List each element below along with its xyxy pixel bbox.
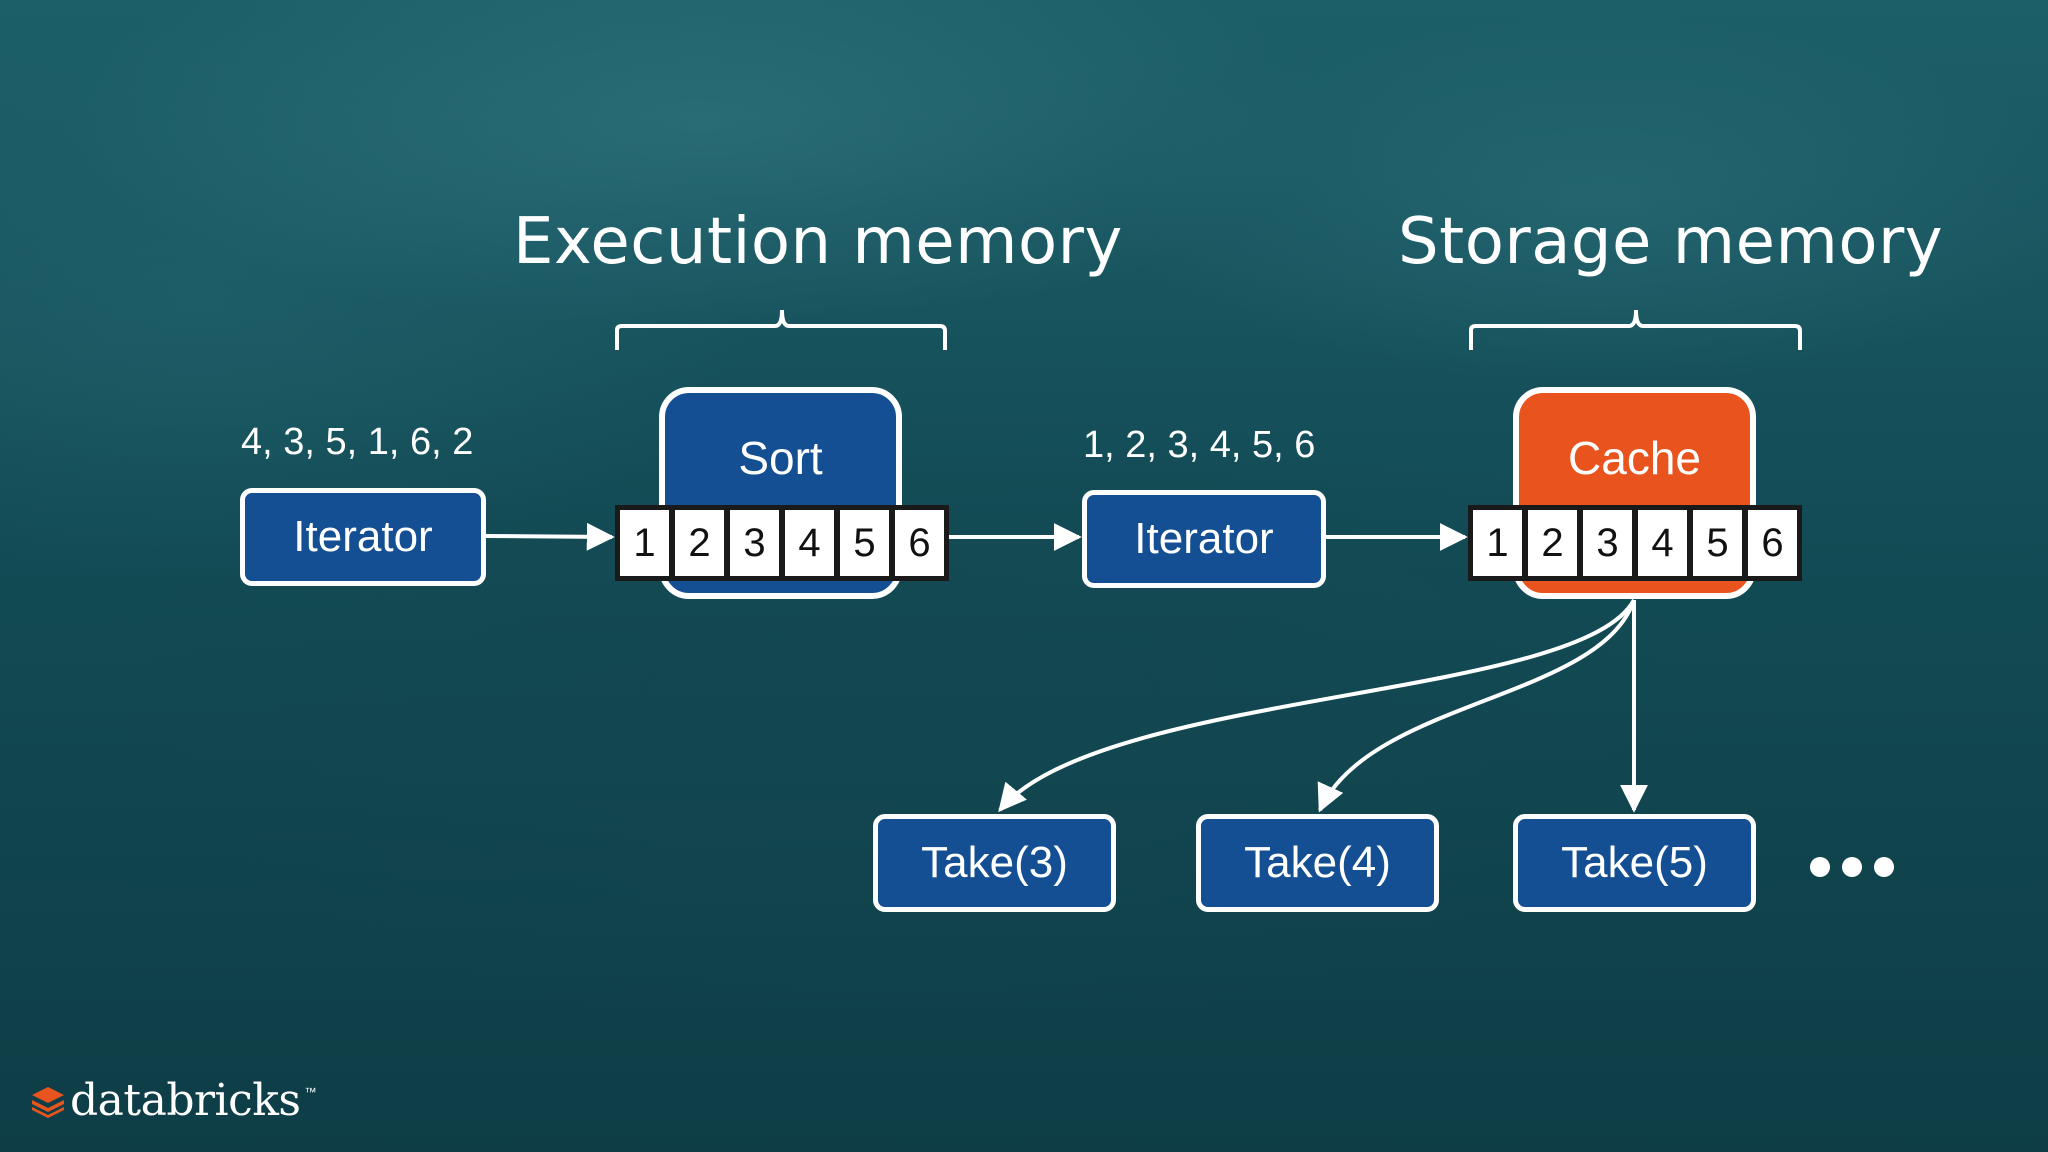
- cache-cell: 2: [1528, 510, 1577, 576]
- arrow-cache-to-take-4: [1317, 599, 1636, 813]
- iterator-node-input: Iterator: [240, 488, 486, 586]
- more-ellipsis-icon: [1810, 857, 1894, 877]
- sort-node-label: Sort: [738, 432, 823, 484]
- arrow-cache-to-take-3: [998, 599, 1636, 813]
- cache-node-label: Cache: [1568, 432, 1701, 484]
- databricks-logo: databricks ™: [30, 1075, 316, 1126]
- cache-cell: 1: [1473, 510, 1522, 576]
- cache-cell: 5: [1693, 510, 1742, 576]
- sort-cell: 4: [785, 510, 834, 576]
- take-3-node: Take(3): [873, 814, 1116, 912]
- take-4-node: Take(4): [1196, 814, 1439, 912]
- cache-cell: 3: [1583, 510, 1632, 576]
- sorted-sequence-label: 1, 2, 3, 4, 5, 6: [1083, 424, 1316, 466]
- storage-memory-brace: [1469, 309, 1802, 350]
- cache-cell: 4: [1638, 510, 1687, 576]
- iterator-node-label: Iterator: [293, 512, 433, 561]
- iterator-node-label: Iterator: [1134, 514, 1274, 563]
- unsorted-sequence-label: 4, 3, 5, 1, 6, 2: [241, 421, 474, 463]
- sort-cell: 2: [675, 510, 724, 576]
- sort-cell: 3: [730, 510, 779, 576]
- arrow-iterator-to-sort: [485, 522, 615, 551]
- take-node-label: Take(3): [921, 838, 1068, 887]
- sort-cell: 5: [840, 510, 889, 576]
- iterator-node-sorted: Iterator: [1082, 490, 1326, 588]
- cache-cell: 6: [1748, 510, 1797, 576]
- storage-memory-heading: Storage memory: [1398, 205, 1944, 279]
- take-5-node: Take(5): [1513, 814, 1756, 912]
- sort-cell: 1: [620, 510, 669, 576]
- sort-buffer-cells: 1 2 3 4 5 6: [615, 505, 949, 581]
- take-node-label: Take(4): [1244, 838, 1391, 887]
- cache-buffer-cells: 1 2 3 4 5 6: [1468, 505, 1802, 581]
- databricks-logo-text: databricks: [70, 1075, 301, 1126]
- sort-cell: 6: [895, 510, 944, 576]
- databricks-logo-icon: [32, 1086, 64, 1118]
- trademark-mark: ™: [304, 1084, 317, 1099]
- execution-memory-heading: Execution memory: [513, 205, 1123, 279]
- execution-memory-brace: [615, 309, 947, 350]
- take-node-label: Take(5): [1561, 838, 1708, 887]
